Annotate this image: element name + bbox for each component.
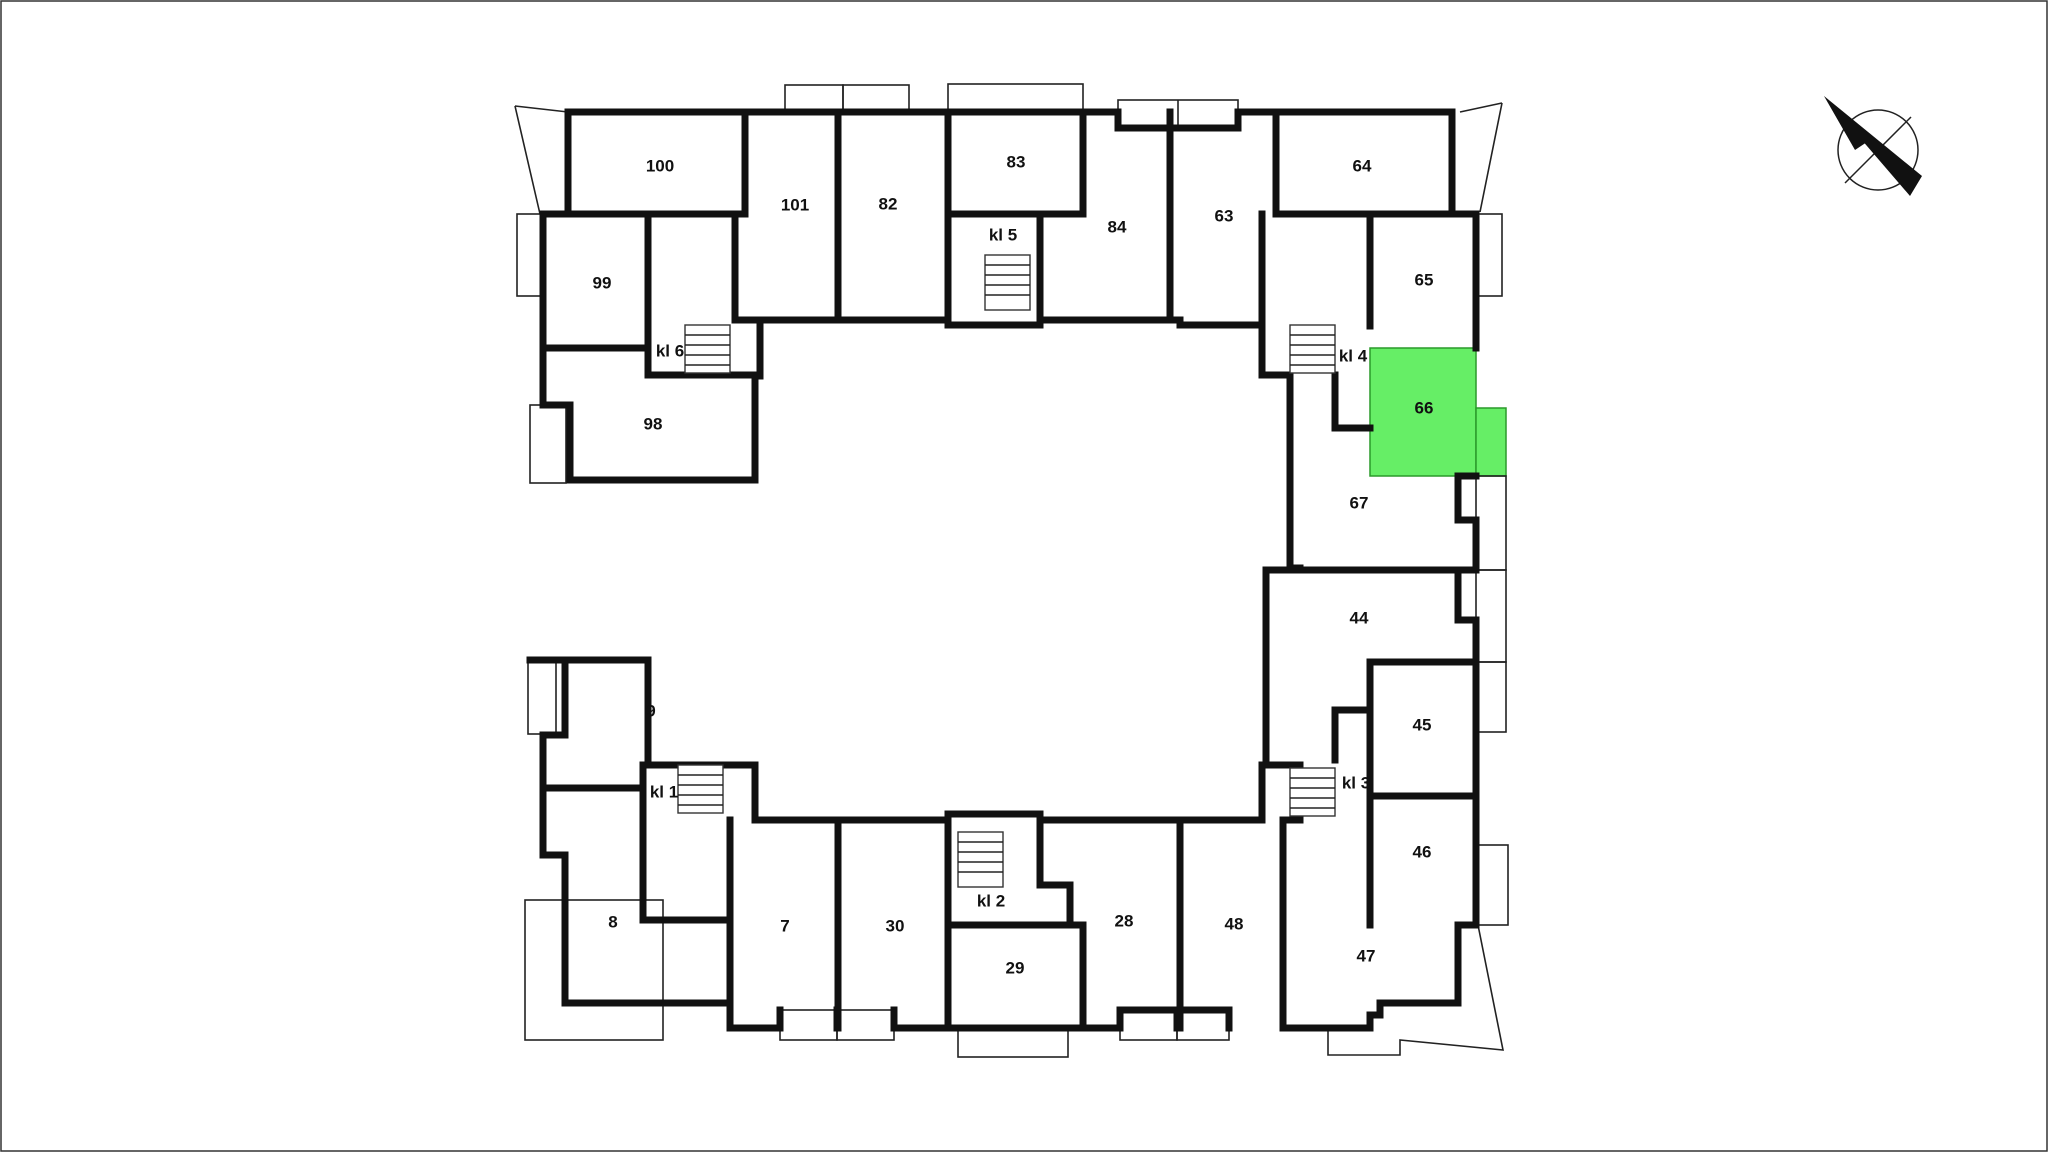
staircase-kl4-drawing — [1289, 324, 1336, 374]
unit-30-label[interactable]: 30 — [886, 916, 905, 935]
unit-101-label[interactable]: 101 — [781, 195, 809, 214]
unit-84-label[interactable]: 84 — [1108, 217, 1127, 236]
unit-83-label[interactable]: 83 — [1007, 152, 1026, 171]
unit-28-label[interactable]: 28 — [1115, 911, 1134, 930]
unit-45-label[interactable]: 45 — [1413, 715, 1432, 734]
staircase-kl2-label: kl 2 — [977, 891, 1005, 910]
unit-82-label[interactable]: 82 — [879, 194, 898, 213]
staircase-kl1-label: kl 1 — [650, 782, 678, 801]
unit-100-label[interactable]: 100 — [646, 156, 674, 175]
unit-8-label[interactable]: 8 — [608, 912, 617, 931]
unit-47-label[interactable]: 47 — [1357, 946, 1376, 965]
unit-64-label[interactable]: 64 — [1353, 156, 1372, 175]
staircase-kl5-drawing — [984, 254, 1031, 311]
unit-44-label[interactable]: 44 — [1350, 608, 1369, 627]
unit-66-label[interactable]: 66 — [1415, 398, 1434, 417]
staircase-kl6-drawing — [684, 324, 731, 374]
staircase-kl5-label: kl 5 — [989, 225, 1017, 244]
unit-63-label[interactable]: 63 — [1215, 206, 1234, 225]
north-arrow-icon — [1824, 96, 1922, 196]
staircase-kl1-drawing — [677, 764, 724, 814]
unit-98-label[interactable]: 98 — [644, 414, 663, 433]
staircase-kl3-label: kl 3 — [1342, 773, 1370, 792]
unit-48-label[interactable]: 48 — [1225, 914, 1244, 933]
staircase-kl3-drawing — [1289, 767, 1336, 817]
staircase-kl6-label: kl 6 — [656, 341, 684, 360]
unit-65-label[interactable]: 65 — [1415, 270, 1434, 289]
unit-67-label[interactable]: 67 — [1350, 493, 1369, 512]
staircase-labels: kl 5 kl 6 kl 4 kl 1 kl 3 kl 2 — [650, 225, 1370, 910]
staircase-kl4-label: kl 4 — [1339, 346, 1368, 365]
staircase-kl2-drawing — [957, 831, 1004, 888]
unit-66-highlight[interactable] — [1369, 347, 1507, 477]
unit-9-label[interactable]: 9 — [646, 701, 655, 720]
unit-46-label[interactable]: 46 — [1413, 842, 1432, 861]
unit-7-label[interactable]: 7 — [780, 916, 789, 935]
unit-29-label[interactable]: 29 — [1006, 958, 1025, 977]
unit-99-label[interactable]: 99 — [593, 273, 612, 292]
unit-labels: 100 101 82 83 84 63 64 65 66 67 99 98 44… — [593, 152, 1434, 977]
